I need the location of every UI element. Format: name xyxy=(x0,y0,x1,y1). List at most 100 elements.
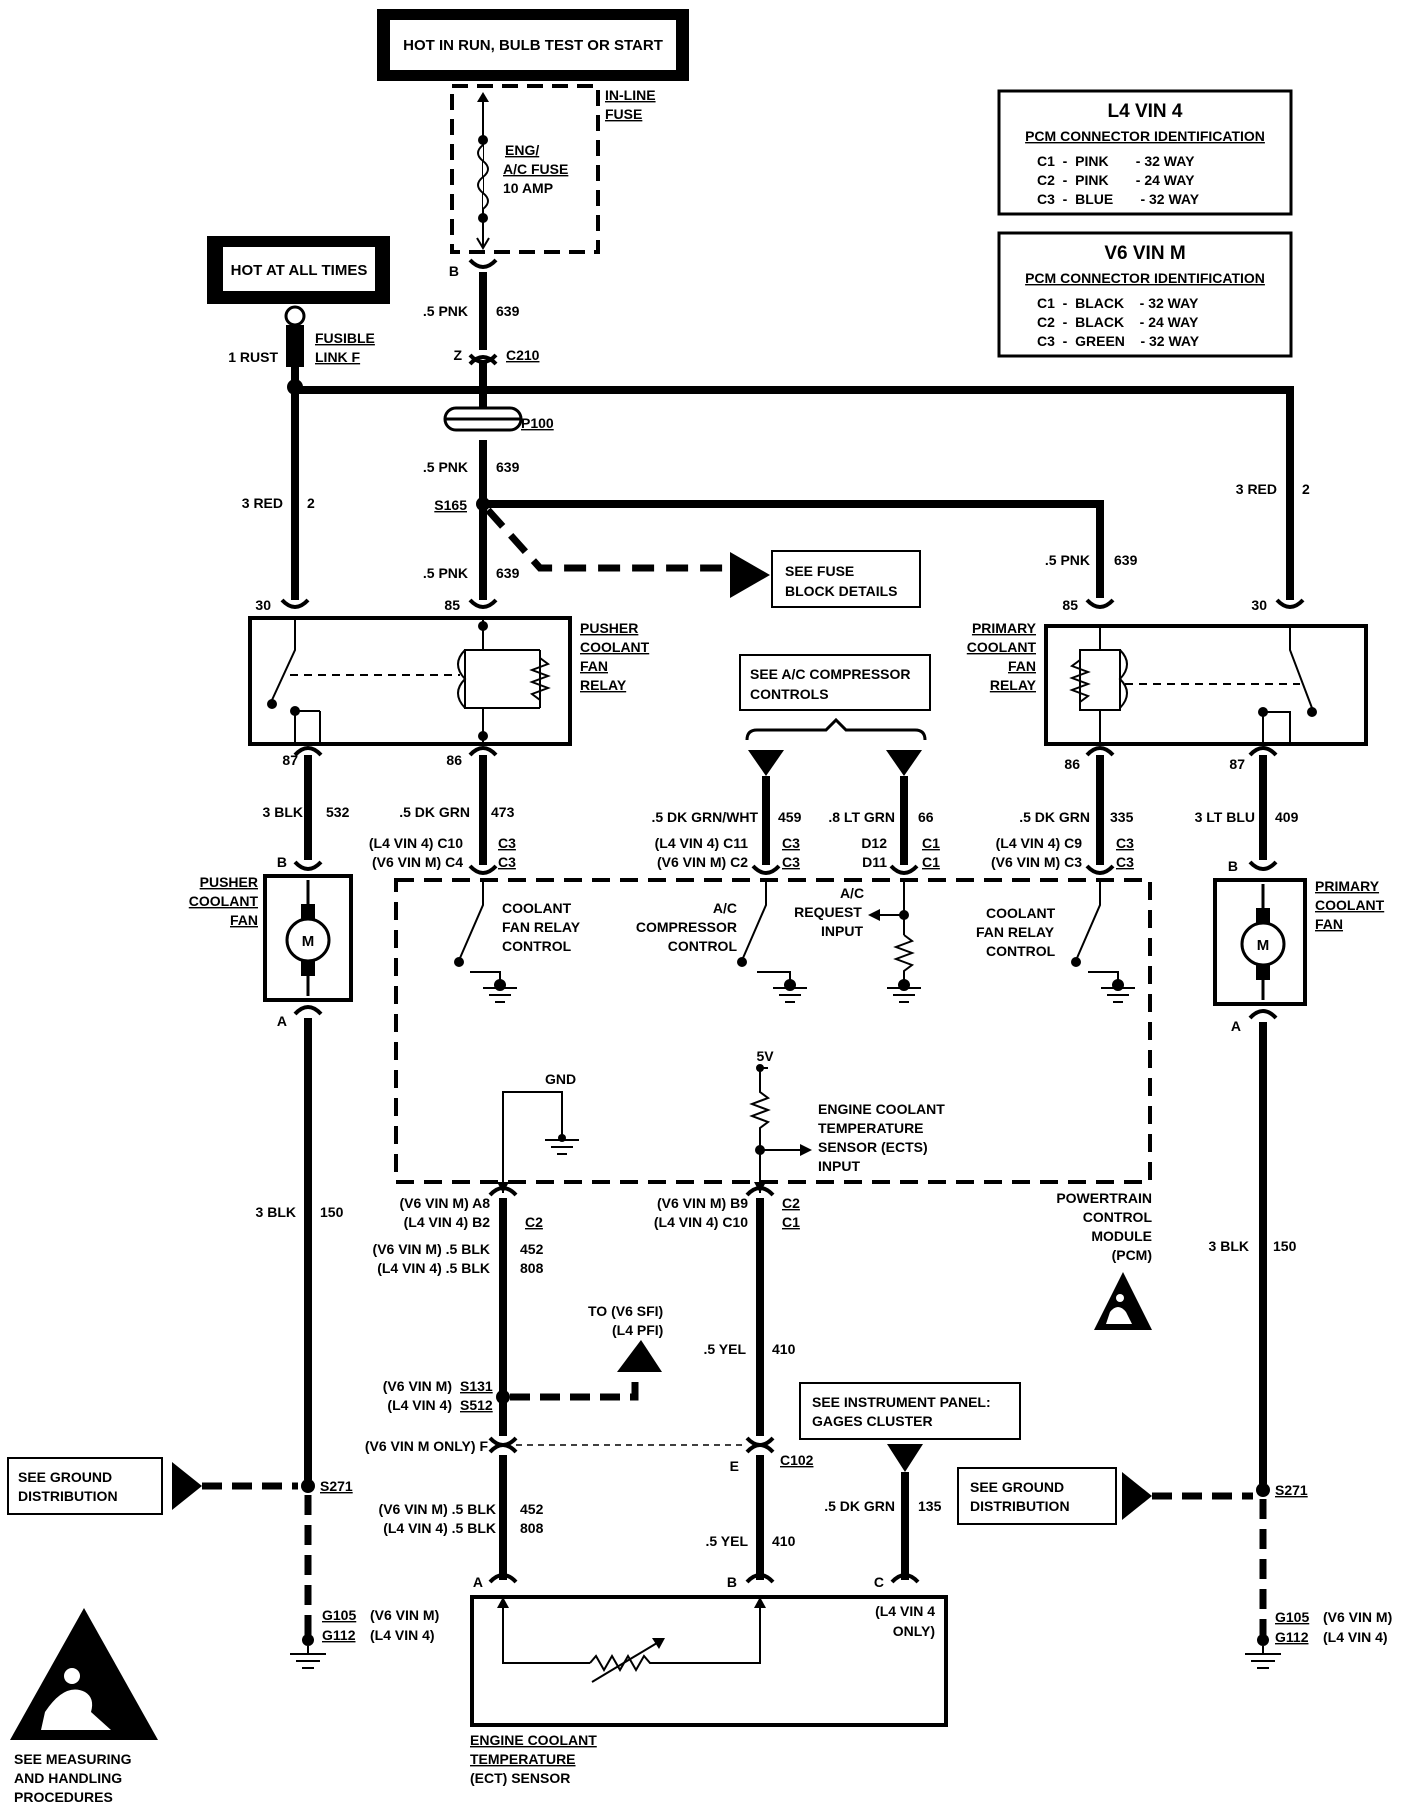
fuse-label-2: A/C FUSE xyxy=(503,161,568,177)
c3-d: C3 xyxy=(782,854,800,870)
wire-459-num: 459 xyxy=(778,809,802,825)
cfrc-right-2: FAN RELAY xyxy=(976,924,1055,940)
p100-label: P100 xyxy=(521,415,554,431)
s512-cond: (L4 VIN 4) xyxy=(387,1397,452,1413)
pusher-relay-label-3: FAN xyxy=(580,658,608,674)
c3-c: C3 xyxy=(782,835,800,851)
wire-639b-num: 639 xyxy=(496,459,520,475)
v6-subtitle: PCM CONNECTOR IDENTIFICATION xyxy=(1025,270,1265,286)
pin-a-primary-fan: A xyxy=(1231,1018,1241,1034)
l4-connector-table xyxy=(997,89,1293,216)
s512-label: S512 xyxy=(460,1397,493,1413)
c3-b: C3 xyxy=(498,854,516,870)
ects-label-2: TEMPERATURE xyxy=(818,1120,924,1136)
wire-150-right-size: 3 BLK xyxy=(1209,1238,1249,1254)
pcm-label-2: CONTROL xyxy=(1083,1209,1153,1225)
pin-a-pusher-fan: A xyxy=(277,1013,287,1029)
c1-b: C1 xyxy=(922,854,940,870)
pin-b-primary-fan: B xyxy=(1228,858,1238,874)
wire-409-num: 409 xyxy=(1275,809,1299,825)
wire-335-size: .5 DK GRN xyxy=(1019,809,1090,825)
ect-label-2: TEMPERATURE xyxy=(470,1751,576,1767)
wire-473-num: 473 xyxy=(491,804,515,820)
cfrc-left-1: COOLANT xyxy=(502,900,572,916)
pcm-c11-l4: (L4 VIN 4) C11 xyxy=(655,835,749,851)
pcm-c10-l4: (L4 VIN 4) C10 xyxy=(369,835,463,851)
acr-label-2: REQUEST xyxy=(794,904,862,920)
hot-all-label: HOT AT ALL TIMES xyxy=(231,262,368,279)
instrument-panel-box xyxy=(799,1382,1021,1440)
s131-label: S131 xyxy=(460,1378,493,1394)
wire-459-size: .5 DK GRN/WHT xyxy=(651,809,758,825)
sensor-pin-c: C xyxy=(874,1574,884,1590)
pin-86-right: 86 xyxy=(1064,756,1080,772)
v6-only-f: (V6 VIN M ONLY) F xyxy=(365,1438,489,1454)
wire-410a-num: 410 xyxy=(772,1341,796,1357)
s131-splice xyxy=(496,1390,510,1404)
c1-c: C1 xyxy=(782,1214,800,1230)
pin-85-right: 85 xyxy=(1062,597,1078,613)
wire-452a: (V6 VIN M) .5 BLK xyxy=(373,1241,490,1257)
pin-30-left: 30 xyxy=(255,597,271,613)
wire-66-size: .8 LT GRN xyxy=(828,809,895,825)
pcm-label-1: POWERTRAIN xyxy=(1056,1190,1152,1206)
fuse-block-label-2: BLOCK DETAILS xyxy=(785,583,898,599)
pusher-fan-label-1: PUSHER xyxy=(200,874,258,890)
gnd-label: GND xyxy=(545,1071,576,1087)
pin-87-right: 87 xyxy=(1229,756,1245,772)
red-right-size: 3 RED xyxy=(1236,481,1277,497)
pusher-relay-label-2: COOLANT xyxy=(580,639,650,655)
esd-handling-icon xyxy=(10,1608,158,1740)
acr-label-3: INPUT xyxy=(821,923,863,939)
c2-b: C2 xyxy=(782,1195,800,1211)
pusher-relay-label-1: PUSHER xyxy=(580,620,638,636)
acc-label-1: A/C xyxy=(713,900,737,916)
wire-639c-num: 639 xyxy=(496,565,520,581)
pcm-d12: D12 xyxy=(861,835,887,851)
wire-135-num: 135 xyxy=(918,1498,942,1514)
g112-right: G112 xyxy=(1275,1629,1309,1645)
primary-relay-label-4: RELAY xyxy=(990,677,1037,693)
wire-808b-num: 808 xyxy=(520,1520,544,1536)
wire-410a-size: .5 YEL xyxy=(703,1341,746,1357)
c102-label: C102 xyxy=(780,1452,814,1468)
wire-135-size: .5 DK GRN xyxy=(824,1498,895,1514)
wire-532-size: 3 BLK xyxy=(263,804,303,820)
ip-label-1: SEE INSTRUMENT PANEL: xyxy=(812,1394,991,1410)
wire-532-num: 532 xyxy=(326,804,350,820)
wire-639a-size: .5 PNK xyxy=(423,303,468,319)
wire-639d-num: 639 xyxy=(1114,552,1138,568)
5v-label: 5V xyxy=(756,1048,774,1064)
wire-452b: (V6 VIN M) .5 BLK xyxy=(379,1501,496,1517)
pin-b-top: B xyxy=(449,263,459,279)
ground-dist-right-1: SEE GROUND xyxy=(970,1479,1064,1495)
c1-a: C1 xyxy=(922,835,940,851)
wire-639d-size: .5 PNK xyxy=(1045,552,1090,568)
wire-410b-size: .5 YEL xyxy=(705,1533,748,1549)
ac-controls-box xyxy=(739,654,931,711)
ground-dist-left-box xyxy=(7,1457,163,1515)
fuse-label-1: ENG/ xyxy=(505,142,539,158)
ect-label-1: ENGINE COOLANT xyxy=(470,1732,597,1748)
wire-639-primary xyxy=(483,500,1104,598)
mid-wires xyxy=(304,755,1267,865)
hot-run-label: HOT IN RUN, BULB TEST OR START xyxy=(403,37,663,54)
primary-fan-motor: M xyxy=(1240,884,1286,1000)
ects-label-4: INPUT xyxy=(818,1158,860,1174)
pin-e: E xyxy=(730,1458,739,1474)
pin-b-pusher-fan: B xyxy=(277,854,287,870)
c3-e: C3 xyxy=(1116,835,1134,851)
v6-connector-table xyxy=(997,231,1293,358)
wire-639a-num: 639 xyxy=(496,303,520,319)
s131-cond: (V6 VIN M) xyxy=(383,1378,452,1394)
pcm-label-4: (PCM) xyxy=(1112,1247,1152,1263)
ip-label-2: GAGES CLUSTER xyxy=(812,1413,933,1429)
l4-row-3: C3 - BLUE - 32 WAY xyxy=(1037,191,1200,207)
inline-fuse-label-2: FUSE xyxy=(605,106,642,122)
wire-808b: (L4 VIN 4) .5 BLK xyxy=(383,1520,496,1536)
fusible-label-2: LINK F xyxy=(315,349,361,365)
g105-right-cond: (V6 VIN M) xyxy=(1323,1609,1392,1625)
sensor-pin-a: A xyxy=(473,1574,483,1590)
pcm-b2: (L4 VIN 4) B2 xyxy=(404,1214,491,1230)
wire-150-left-size: 3 BLK xyxy=(256,1204,296,1220)
